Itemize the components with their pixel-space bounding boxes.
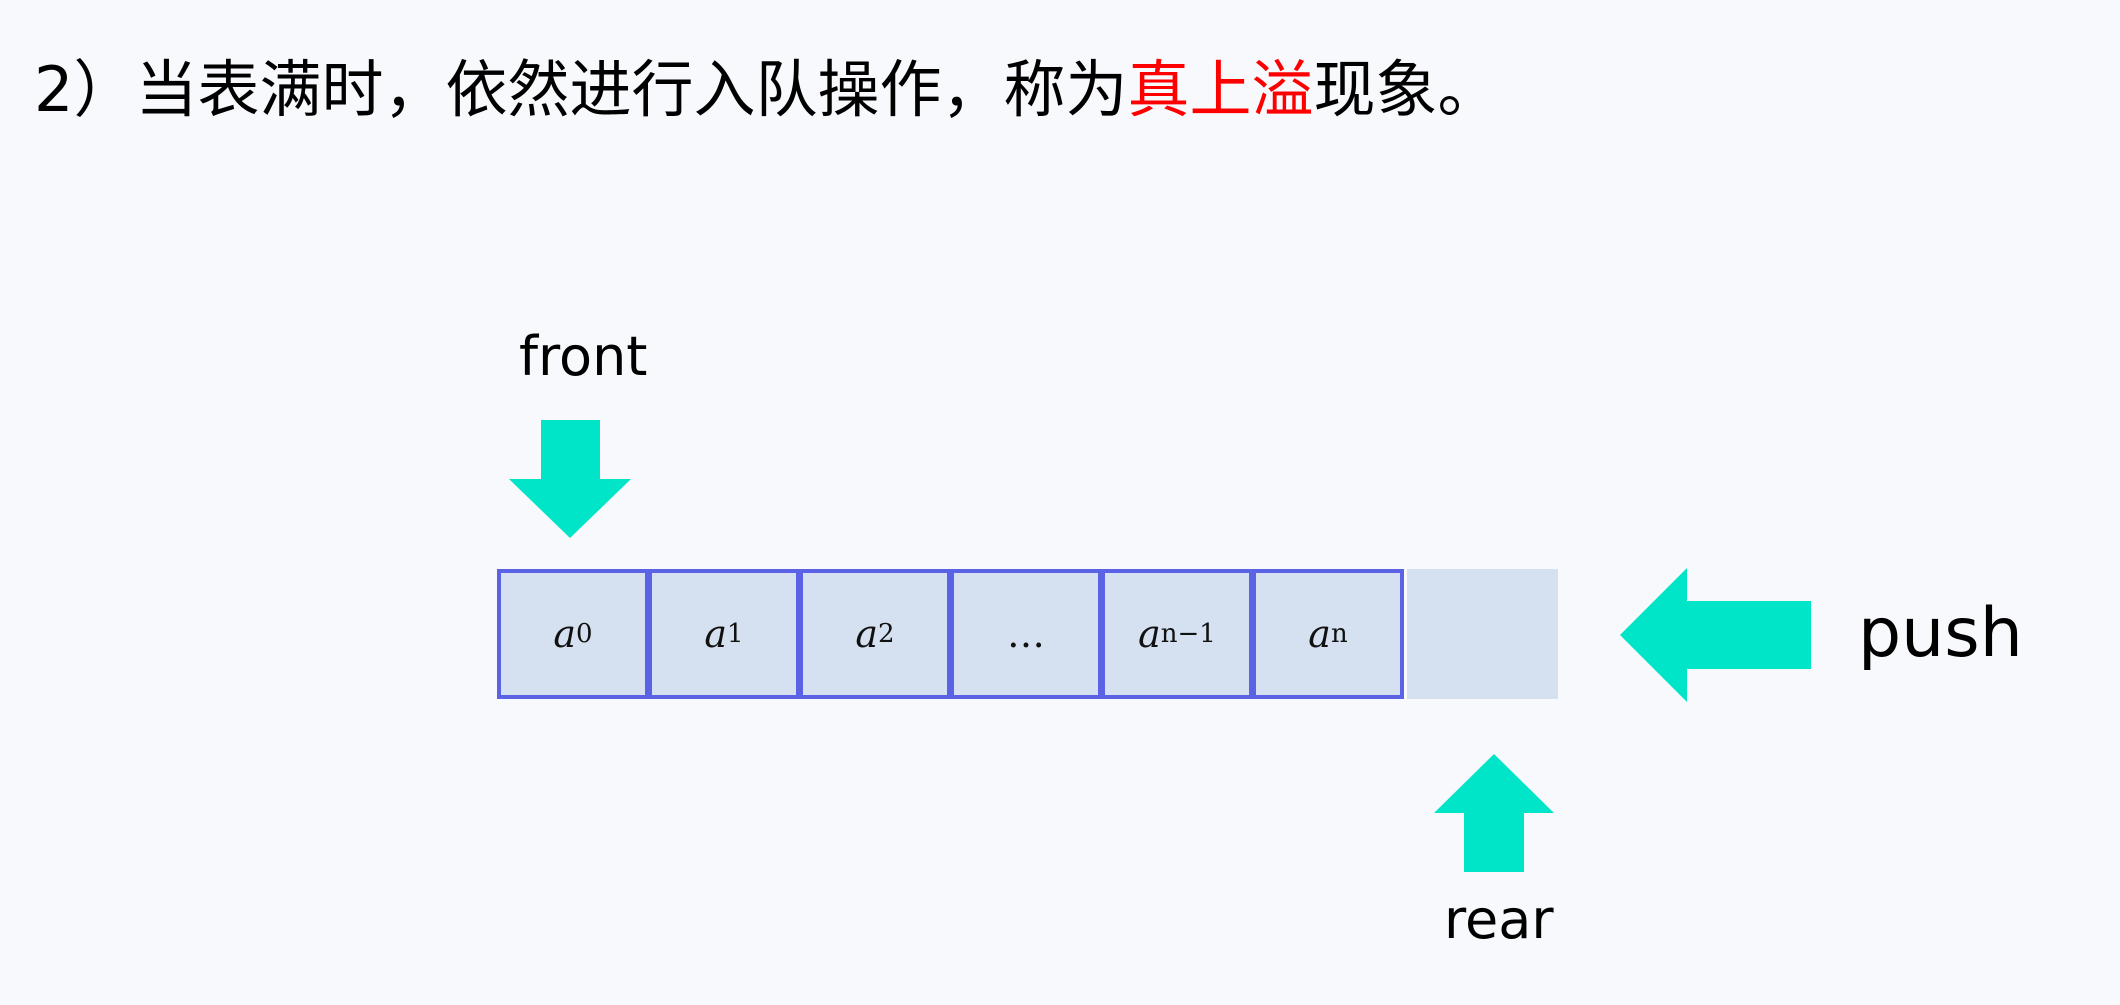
queue-cell-empty [1407,569,1558,699]
rear-arrow-up-icon [1434,754,1554,872]
push-label: push [1858,594,2023,673]
title-text-after: 现象。 [1313,53,1500,126]
rear-label: rear [1444,888,1554,951]
cell-sub: 0 [576,619,593,649]
cell-sub: n−1 [1160,619,1216,649]
front-label: front [519,325,648,388]
title-text-before: 2）当表满时，依然进行入队操作，称为 [34,53,1128,126]
push-arrow-left-icon [1620,568,1811,702]
queue-cell-3: … [950,569,1102,699]
cell-sub: 2 [878,619,895,649]
title-highlight: 真上溢 [1127,53,1314,126]
cell-var: a [1308,612,1331,656]
cell-sub: 1 [727,619,744,649]
cell-var: a [1138,612,1161,656]
cell-var: … [1007,612,1045,656]
cell-var: a [553,612,577,656]
cell-var: a [704,612,728,656]
cell-sub: n [1330,619,1348,649]
front-arrow-down-icon [509,420,631,538]
cell-var: a [855,612,879,656]
page-title: 2）当表满时，依然进行入队操作，称为真上溢现象。 [34,48,1499,132]
